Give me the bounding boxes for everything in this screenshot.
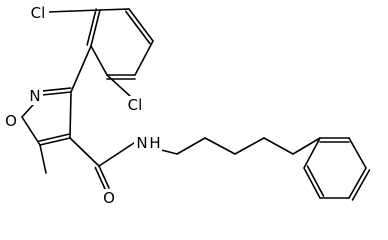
atom-label-group: Cl Cl N O O N H — [3, 4, 162, 207]
bond-chain-2 — [204, 137, 236, 155]
bond-phenyl-2 — [348, 137, 367, 169]
bond-aryl-4 — [128, 8, 154, 42]
atom-bg-nh — [134, 134, 162, 152]
bond-ring-o-c5 — [21, 116, 41, 146]
atom-label-o-carbonyl: O — [103, 189, 115, 207]
bond-carbonyl-o-double — [94, 166, 107, 191]
bond-aryl-3 — [134, 40, 154, 76]
atom-label-cl-top: Cl — [31, 4, 46, 22]
bond-aryl-5 — [99, 8, 130, 11]
bond-methyl — [39, 144, 47, 174]
bond-ring-c3-n-double — [40, 87, 72, 92]
bond-carbonyl-o — [98, 165, 110, 189]
bond-ring-c5-c4-double — [38, 133, 70, 142]
atom-bg-o-ring — [3, 112, 19, 130]
bond-phenyl-6 — [303, 137, 321, 169]
atom-bg-n-ring — [27, 87, 43, 105]
atom-label-h: H — [149, 134, 160, 152]
bond-ring-carbonyl — [69, 137, 100, 167]
bond-carbonyl-n — [98, 142, 135, 167]
atom-bg-cl-bottom — [124, 96, 146, 114]
bond-aryl-isoxazole — [70, 45, 92, 93]
atom-label-n-ring: N — [29, 87, 40, 105]
bond-phenyl-3 — [348, 167, 367, 199]
bond-aryl-6-double — [86, 8, 97, 46]
bond-cl-bottom — [106, 74, 131, 97]
bond-aryl-4-double — [125, 10, 151, 45]
bond-phenyl-3-double — [351, 169, 371, 201]
bond-cl-top — [47, 9, 101, 13]
atom-label-cl-bottom: Cl — [128, 96, 143, 114]
bond-chain-3 — [234, 137, 265, 155]
bond-ring-c5-c4 — [39, 137, 71, 146]
bond-group — [21, 8, 371, 201]
bond-aryl-6 — [90, 9, 101, 47]
molecule-diagram: Cl Cl N O O N H — [3, 4, 371, 207]
bond-aryl-1 — [90, 45, 108, 76]
bond-phenyl-5-double — [306, 165, 325, 197]
bond-chain-4 — [263, 137, 294, 155]
bond-ring-c4-c3 — [69, 91, 72, 139]
bond-ring-c3-n — [41, 91, 72, 96]
bond-chain-1 — [176, 137, 206, 155]
bond-phenyl-5 — [303, 167, 321, 199]
atom-bg-cl-top — [27, 4, 49, 22]
structure-canvas: Cl Cl N O O N H — [3, 4, 371, 207]
atom-bg-o-carbonyl — [101, 189, 117, 207]
atom-label-o-ring: O — [5, 112, 17, 130]
bond-chain-phenyl — [292, 137, 321, 155]
atom-label-nh: N — [136, 134, 147, 152]
